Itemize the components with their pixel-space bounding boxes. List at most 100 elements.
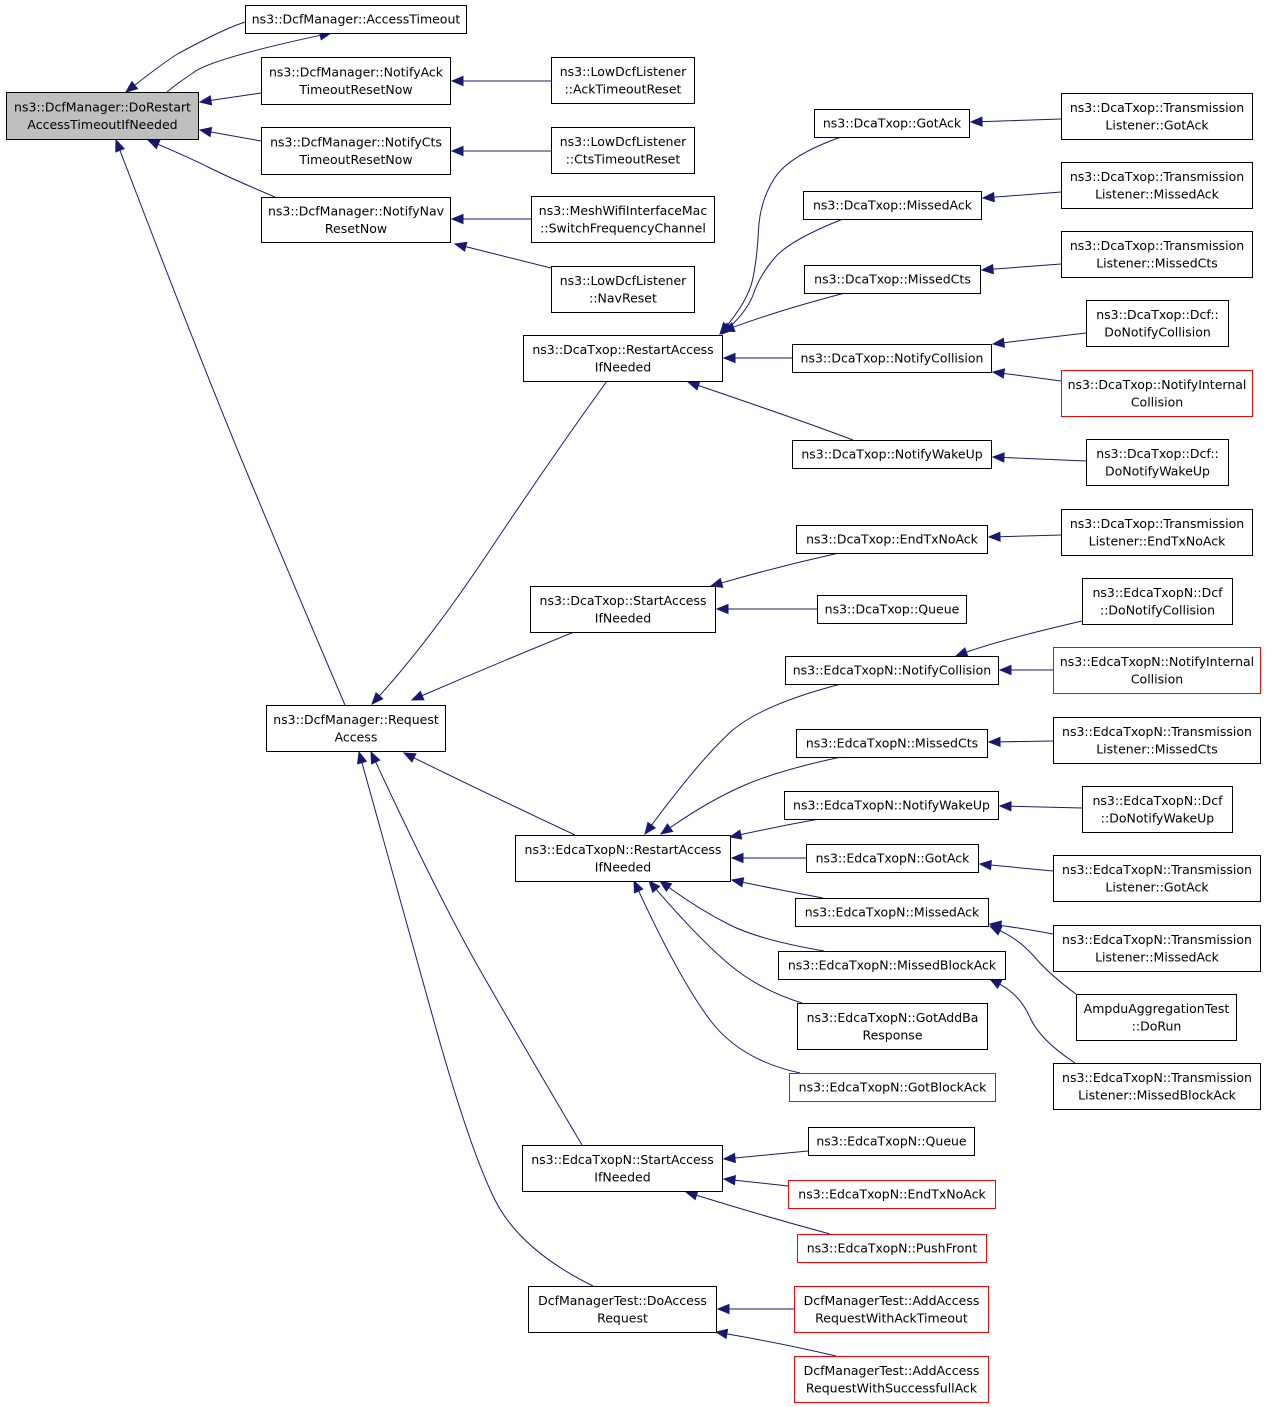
node-root[interactable]: ns3::DcfManager::DoRestartAccessTimeoutI… [6,92,199,140]
edge-dcaDcfDoNotifyCollision-to-dcaNotifyCollision [1003,332,1087,344]
node-edcaMissedCts[interactable]: ns3::EdcaTxopN::MissedCts [796,729,988,758]
node-label-edcaRestart-line-1: IfNeeded [595,859,651,874]
node-edcaDcfDoNotifyCollision[interactable]: ns3::EdcaTxopN::Dcf::DoNotifyCollision [1082,578,1233,625]
node-edcaMissedBlockAck[interactable]: ns3::EdcaTxopN::MissedBlockAck [778,951,1006,980]
arrowhead-edcaTLMissedBlockAck-to-edcaMissedBlockAck [988,978,1003,990]
node-edcaNotifyWakeUp[interactable]: ns3::EdcaTxopN::NotifyWakeUp [784,791,999,820]
node-accessTimeout[interactable]: ns3::DcfManager::AccessTimeout [245,5,467,34]
node-dcfTestAddAckTimeout[interactable]: DcfManagerTest::AddAccessRequestWithAckT… [794,1286,989,1333]
node-edcaMissedAck[interactable]: ns3::EdcaTxopN::MissedAck [795,898,989,927]
node-label-edcaNotifyInternalCollision-line-1: Collision [1131,671,1183,686]
node-notifyAckReset[interactable]: ns3::DcfManager::NotifyAckTimeoutResetNo… [261,57,451,105]
node-dcaMissedCts[interactable]: ns3::DcaTxop::MissedCts [804,265,981,294]
edge-edcaNotifyCollision-to-edcaRestart [651,683,842,826]
arrowhead-lowAck-to-notifyAckReset [450,75,464,87]
edge-dcfTestDoAccess-to-requestAccess [361,762,594,1287]
node-meshSwitch[interactable]: ns3::MeshWifiInterfaceMac::SwitchFrequen… [531,196,715,243]
edge-dcaGotAck-to-dcaRestart [726,136,842,326]
node-label-dcaGotAck-line-0: ns3::DcaTxop::GotAck [823,116,962,131]
node-dcaTLEndTxNoAck[interactable]: ns3::DcaTxop::TransmissionListener::EndT… [1061,509,1253,556]
node-box-notifyNavReset [261,197,451,243]
node-edcaNotifyCollision[interactable]: ns3::EdcaTxopN::NotifyCollision [785,656,999,685]
arrowhead-dcaMissedCts-to-dcaRestart [721,322,736,332]
node-label-edcaStart-line-1: IfNeeded [594,1169,650,1184]
node-edcaEndTxNoAck[interactable]: ns3::EdcaTxopN::EndTxNoAck [788,1180,996,1209]
node-dcaQueue[interactable]: ns3::DcaTxop::Queue [817,595,967,624]
node-lowCts[interactable]: ns3::LowDcfListener::CtsTimeoutReset [551,127,695,174]
node-edcaDcfDoNotifyWakeUp[interactable]: ns3::EdcaTxopN::Dcf::DoNotifyWakeUp [1082,786,1233,833]
node-edcaGotBlockAck[interactable]: ns3::EdcaTxopN::GotBlockAck [789,1073,996,1102]
node-dcaDcfDoNotifyCollision[interactable]: ns3::DcaTxop::Dcf::DoNotifyCollision [1086,300,1229,347]
arrowhead-notifyCtsReset-to-root [198,126,213,138]
node-label-ampduDoRun-line-0: AmpduAggregationTest [1084,1001,1230,1016]
node-label-edcaGotAck-line-0: ns3::EdcaTxopN::GotAck [816,851,971,866]
node-dcaTLGotAck[interactable]: ns3::DcaTxop::TransmissionListener::GotA… [1061,93,1253,140]
node-dcaMissedAck[interactable]: ns3::DcaTxop::MissedAck [803,191,982,220]
arrowhead-edcaDcfDoNotifyCollision-to-edcaNotifyCollision [954,647,969,657]
node-label-edcaTLMissedBlockAck-line-0: ns3::EdcaTxopN::Transmission [1062,1070,1252,1085]
node-dcaNotifyCollision[interactable]: ns3::DcaTxop::NotifyCollision [792,344,992,373]
arrowhead-dcaTLMissedAck-to-dcaMissedAck [981,191,995,203]
edge-edcaTLMissedBlockAck-to-edcaMissedBlockAck [999,983,1076,1064]
node-box-edcaGotAck [806,844,979,873]
node-edcaTLMissedCts[interactable]: ns3::EdcaTxopN::TransmissionListener::Mi… [1053,717,1261,764]
node-lowAck[interactable]: ns3::LowDcfListener::AckTimeoutReset [551,57,695,104]
node-label-meshSwitch-line-0: ns3::MeshWifiInterfaceMac [539,203,708,218]
arrowhead-edcaRestart-to-requestAccess [402,752,417,763]
edge-edcaTLMissedAck-to-edcaMissedAck [1000,924,1054,935]
arrowhead-requestAccess-to-root [115,138,126,153]
arrowhead-edcaStart-to-requestAccess [370,750,381,765]
node-edcaGotAck[interactable]: ns3::EdcaTxopN::GotAck [806,844,979,873]
arrowhead-edcaMissedBlockAck-to-edcaRestart [658,880,673,892]
node-label-edcaPushFront-line-0: ns3::EdcaTxopN::PushFront [807,1241,978,1256]
node-box-root [6,92,199,140]
node-dcfTestAddSuccessAck[interactable]: DcfManagerTest::AddAccessRequestWithSucc… [794,1356,989,1403]
edge-notifyNavReset-to-root [157,143,276,198]
node-label-dcaTLEndTxNoAck-line-1: Listener::EndTxNoAck [1089,533,1226,548]
node-box-dcfTestDoAccess [528,1286,717,1333]
node-edcaTLMissedAck[interactable]: ns3::EdcaTxopN::TransmissionListener::Mi… [1053,925,1261,972]
node-label-meshSwitch-line-1: ::SwitchFrequencyChannel [540,220,706,235]
node-dcaTLMissedAck[interactable]: ns3::DcaTxop::TransmissionListener::Miss… [1061,162,1253,209]
node-edcaTLMissedBlockAck[interactable]: ns3::EdcaTxopN::TransmissionListener::Mi… [1053,1063,1261,1110]
node-edcaPushFront[interactable]: ns3::EdcaTxopN::PushFront [797,1234,987,1263]
node-dcaDcfDoNotifyWakeUp[interactable]: ns3::DcaTxop::Dcf::DoNotifyWakeUp [1086,439,1229,486]
arrowhead-dcaEndTxNoAck-to-dcaStart [709,577,724,588]
arrowhead-dcaRestart-to-requestAccess [371,691,384,705]
node-label-dcaStart-line-0: ns3::DcaTxop::StartAccess [540,593,707,608]
node-label-dcaNotifyInternalCollision-line-0: ns3::DcaTxop::NotifyInternal [1068,377,1247,392]
node-ampduDoRun[interactable]: AmpduAggregationTest::DoRun [1076,994,1237,1041]
node-edcaTLGotAck[interactable]: ns3::EdcaTxopN::TransmissionListener::Go… [1053,855,1261,902]
node-label-edcaDcfDoNotifyCollision-line-0: ns3::EdcaTxopN::Dcf [1092,585,1223,600]
node-label-dcaTLEndTxNoAck-line-0: ns3::DcaTxop::Transmission [1070,516,1244,531]
node-label-requestAccess-line-0: ns3::DcfManager::Request [273,712,439,727]
node-box-notifyCtsReset [261,127,451,175]
node-box-edcaMissedBlockAck [778,951,1006,980]
node-lowNav[interactable]: ns3::LowDcfListener::NavReset [551,266,695,313]
node-dcaEndTxNoAck[interactable]: ns3::DcaTxop::EndTxNoAck [796,525,988,554]
graph-nodes: ns3::DcfManager::DoRestartAccessTimeoutI… [6,5,1261,1403]
node-label-dcaMissedCts-line-0: ns3::DcaTxop::MissedCts [814,272,971,287]
node-dcaNotifyWakeUp[interactable]: ns3::DcaTxop::NotifyWakeUp [792,440,992,469]
node-label-edcaNotifyCollision-line-0: ns3::EdcaTxopN::NotifyCollision [793,663,991,678]
node-dcaTLMissedCts[interactable]: ns3::DcaTxop::TransmissionListener::Miss… [1061,231,1253,278]
node-box-dcaGotAck [814,109,970,138]
edge-edcaTLGotAck-to-edcaGotAck [990,864,1054,872]
arrowhead-dcaTLEndTxNoAck-to-dcaEndTxNoAck [987,531,1001,542]
node-label-lowCts-line-1: ::CtsTimeoutReset [566,151,681,166]
node-box-dcaMissedAck [803,191,982,220]
node-dcaGotAck[interactable]: ns3::DcaTxop::GotAck [814,109,970,138]
node-notifyCtsReset[interactable]: ns3::DcfManager::NotifyCtsTimeoutResetNo… [261,127,451,175]
node-edcaQueue[interactable]: ns3::EdcaTxopN::Queue [808,1127,975,1156]
node-box-dcaTLGotAck [1061,93,1253,140]
